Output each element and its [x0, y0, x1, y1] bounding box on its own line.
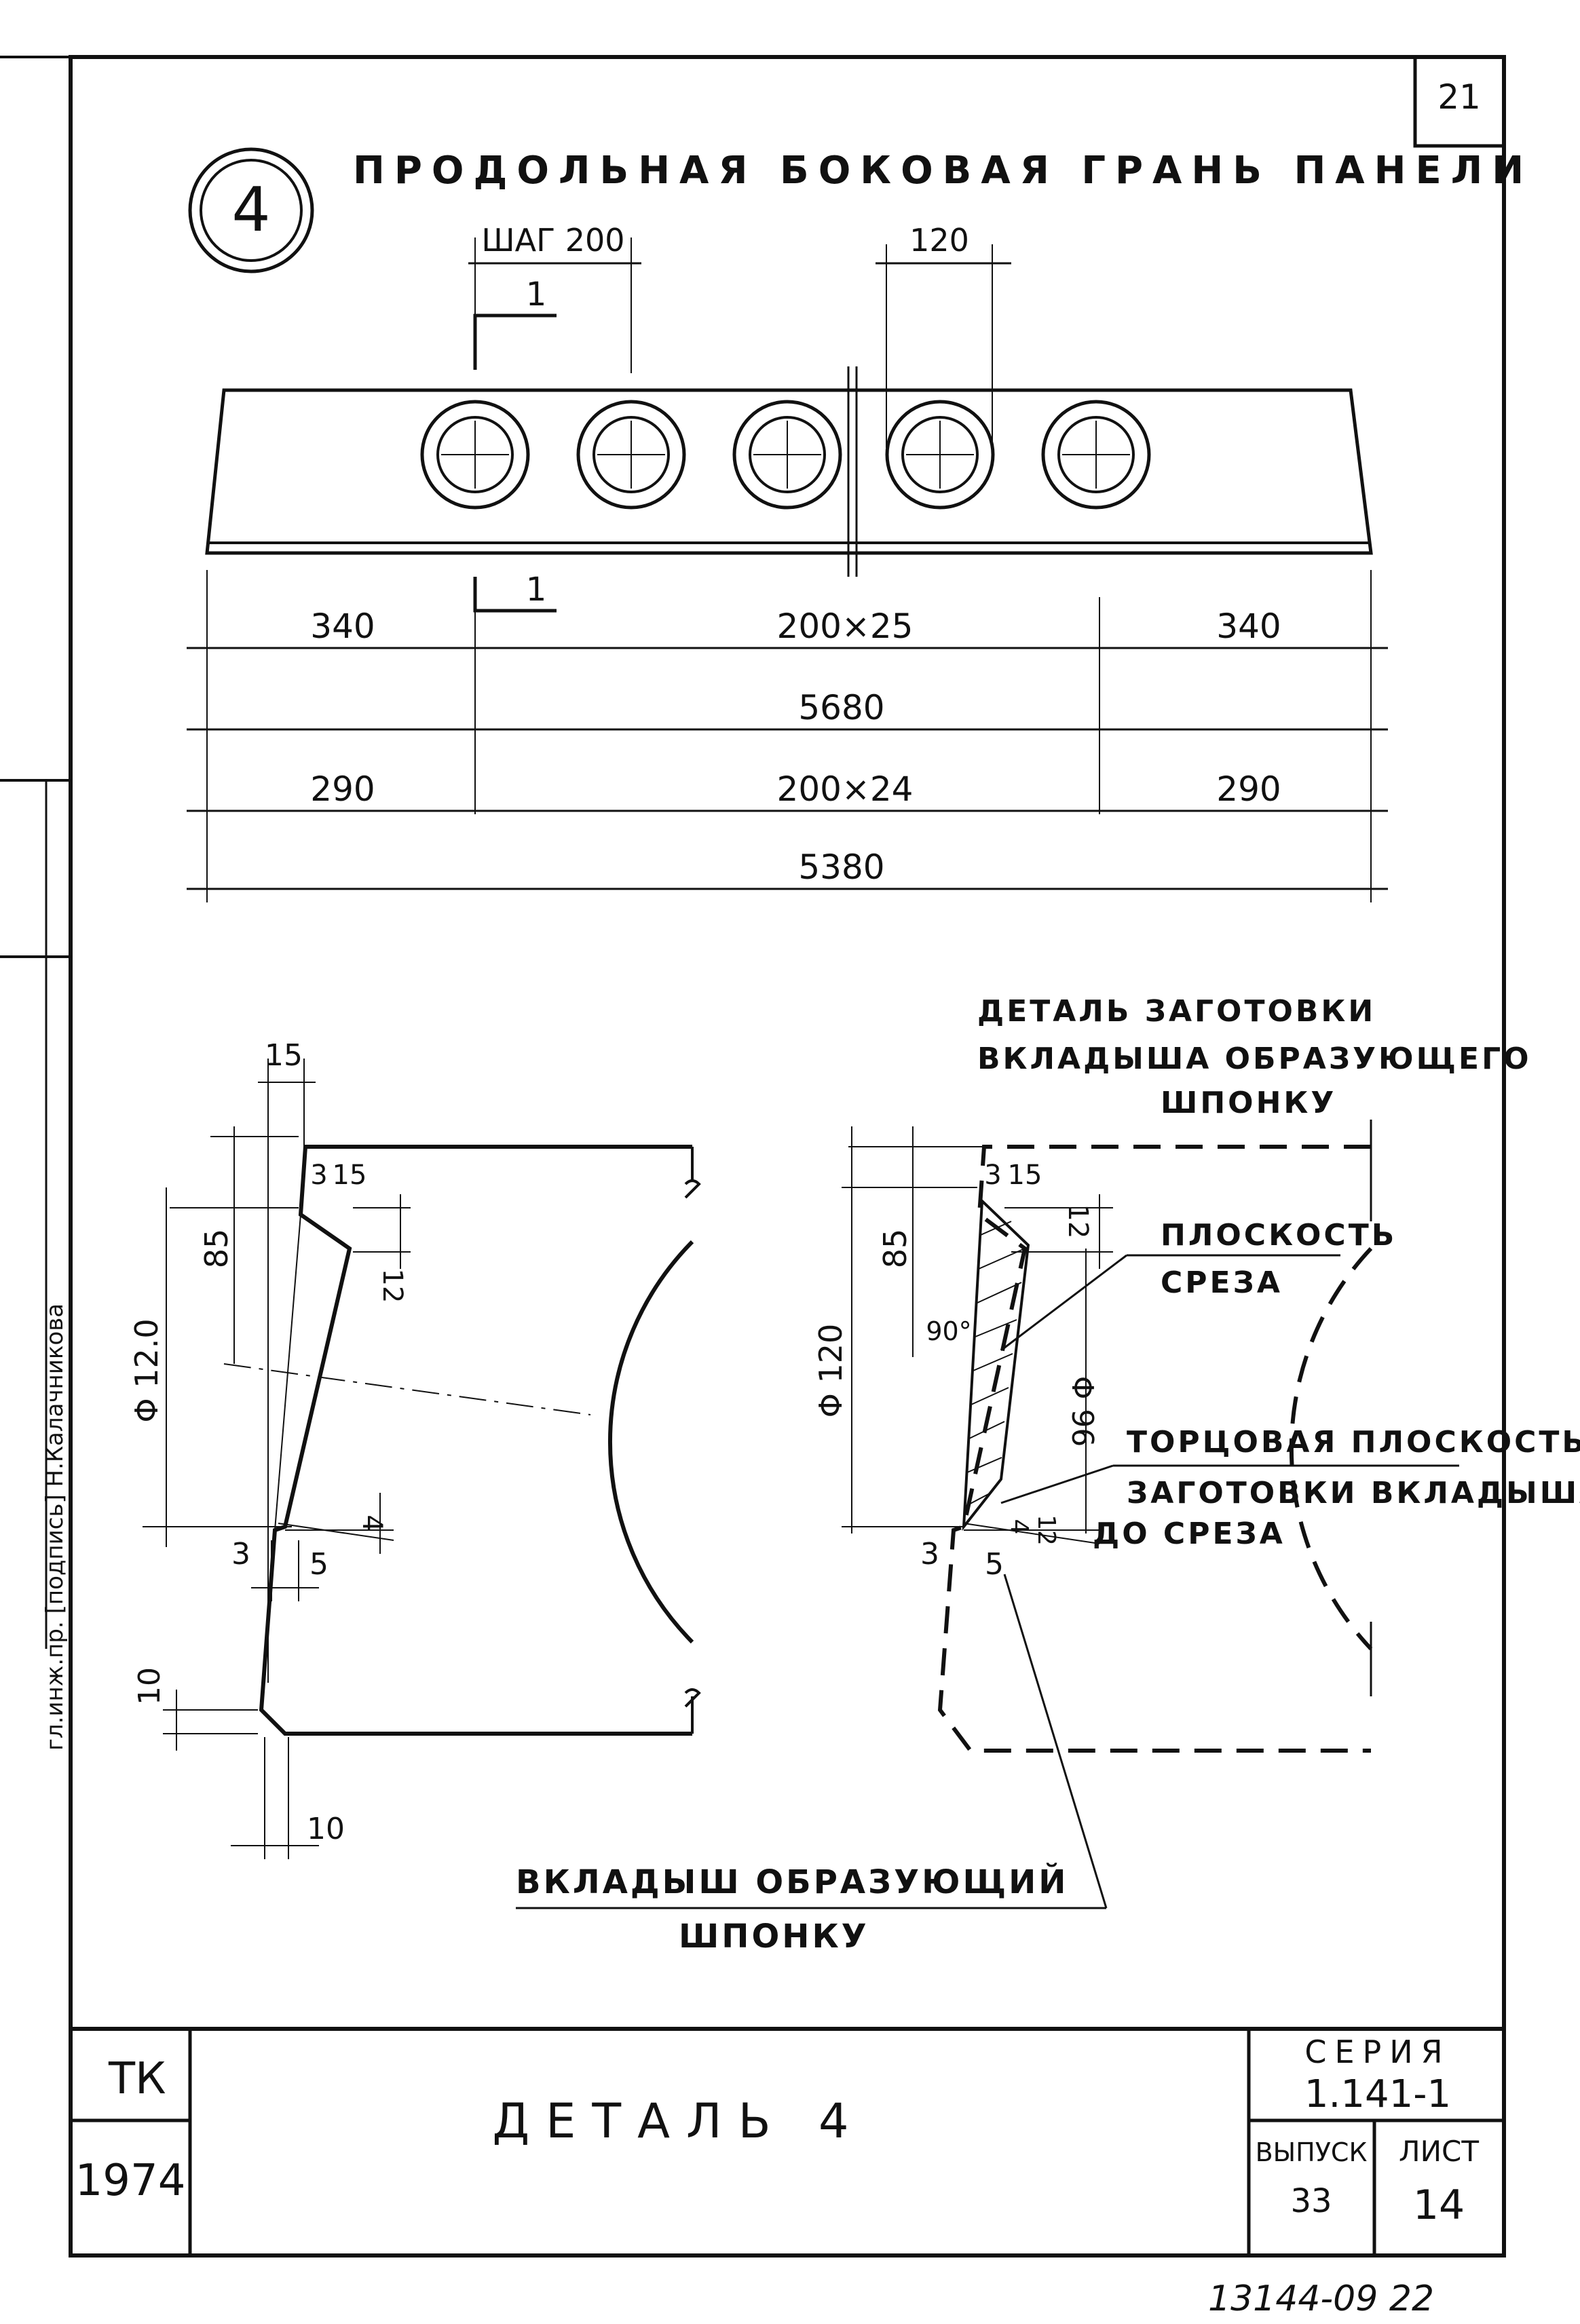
- tb-series-label: СЕРИЯ: [1304, 2034, 1450, 2070]
- insert-label-1: ВКЛАДЫШ ОБРАЗУЮЩИЙ: [516, 1863, 1068, 1901]
- view-number-circle-outer: [188, 147, 314, 273]
- dim-row1-right: 340: [1216, 607, 1281, 646]
- callout-cut-plane-1: ПЛОСКОСТЬ: [1161, 1218, 1397, 1253]
- sheet-frame: [69, 55, 1506, 2258]
- callout-end-plane-3: ДО СРЕЗА: [1093, 1517, 1285, 1551]
- left-detail: 15 3 15 85 12 Φ 12.0 4 3 5 10 10: [128, 1038, 701, 1859]
- left-dim-12: 12: [377, 1269, 408, 1303]
- tb-sheet-label: ЛИСТ: [1399, 2135, 1479, 2168]
- right-detail: ДЕТАЛЬ ЗАГОТОВКИ ВКЛАДЫША ОБРАЗУЮЩЕГО ШП…: [812, 994, 1580, 1753]
- tb-sheet-value: 14: [1413, 2182, 1465, 2229]
- hole-1: [420, 400, 530, 510]
- callout-end-plane-2: ЗАГОТОВКИ ВКЛАДЫША: [1127, 1476, 1580, 1510]
- view-title: ПРОДОЛЬНАЯ БОКОВАЯ ГРАНЬ ПАНЕЛИ: [353, 149, 1533, 193]
- dimension-chains: 340 200×25 340 5680 290 200×24 290 5380: [187, 570, 1388, 902]
- insert-label-2: ШПОНКУ: [679, 1918, 869, 1956]
- section-mark-top-label: 1: [526, 275, 547, 313]
- right-dim-12-bottom: 12: [1032, 1515, 1060, 1546]
- right-dim-phi120: Φ 120: [812, 1324, 849, 1418]
- callout-cut-plane-2: СРЕЗА: [1161, 1265, 1283, 1300]
- dim-row1-mid: 200×25: [777, 607, 914, 646]
- left-dim-10-horizontal: 10: [307, 1812, 345, 1846]
- right-arc-dashed: [1289, 1246, 1373, 1651]
- dim-row2-right: 290: [1216, 769, 1281, 809]
- right-dim-5: 5: [985, 1547, 1004, 1582]
- right-detail-title-2: ВКЛАДЫША ОБРАЗУЮЩЕГО: [977, 1042, 1532, 1076]
- tb-issue-label: ВЫПУСК: [1256, 2137, 1368, 2167]
- callout-end-plane-1: ТОРЦОВАЯ ПЛОСКОСТЬ: [1127, 1425, 1580, 1460]
- corner-number: 21: [1437, 77, 1481, 117]
- left-dim-3-bottom: 3: [231, 1537, 250, 1571]
- right-detail-title-1: ДЕТАЛЬ ЗАГОТОВКИ: [977, 994, 1376, 1029]
- hatched-insert: [962, 1198, 1030, 1531]
- left-dim-15: 15: [333, 1160, 367, 1191]
- hole-dim: 120: [909, 222, 969, 259]
- hole-4: [885, 400, 995, 510]
- title-block: ТК 1974 ДЕТАЛЬ 4 СЕРИЯ 1.141-1 ВЫПУСК 33…: [71, 2027, 1504, 2255]
- view-number-circle-inner: [200, 159, 303, 262]
- footer-code: 13144-09 22: [1208, 2279, 1434, 2319]
- dim-total2: 5380: [798, 847, 884, 887]
- panel-elevation: ШАГ 200 120 1 1: [205, 222, 1373, 613]
- right-dim-4: 4: [1005, 1519, 1033, 1535]
- right-dim-12-top: 12: [1062, 1204, 1093, 1239]
- view-number: 4: [231, 174, 270, 246]
- tb-series-value: 1.141-1: [1304, 2072, 1451, 2116]
- side-stamp: гл.инж.пр. [подпись] Н.Калачникова: [41, 1303, 69, 1751]
- left-dim-3: 3: [310, 1160, 327, 1191]
- dim-row1-left: 340: [310, 607, 375, 646]
- right-detail-title-3: ШПОНКУ: [1161, 1086, 1336, 1120]
- right-dim-phi96: Φ 96: [1065, 1376, 1099, 1447]
- corner-number-box: [1413, 57, 1504, 148]
- left-dim-15-top: 15: [265, 1038, 303, 1073]
- right-dim-15: 15: [1008, 1160, 1042, 1191]
- hole-3: [732, 400, 842, 510]
- right-dim-3: 3: [984, 1160, 1001, 1191]
- left-dim-85: 85: [198, 1229, 235, 1269]
- section-mark-top: [473, 313, 557, 370]
- right-profile-dashed: [937, 1145, 1371, 1753]
- left-dim-10-vertical: 10: [132, 1667, 167, 1705]
- right-dim-3-bottom: 3: [920, 1537, 939, 1571]
- left-dim-4: 4: [356, 1515, 388, 1531]
- step-label: ШАГ 200: [481, 222, 624, 259]
- tb-title: ДЕТАЛЬ 4: [492, 2093, 865, 2149]
- left-profile: [259, 1145, 692, 1736]
- tb-org: ТК: [108, 2054, 166, 2104]
- dim-row2-mid: 200×24: [777, 769, 914, 809]
- hole-5: [1041, 400, 1151, 510]
- right-dim-85: 85: [877, 1229, 914, 1269]
- left-arc: [608, 1240, 694, 1644]
- tb-issue-value: 33: [1290, 2182, 1332, 2220]
- hole-2: [576, 400, 686, 510]
- right-dim-90deg: 90°: [926, 1316, 971, 1346]
- dim-total1: 5680: [798, 688, 884, 727]
- panel-outline: [205, 388, 1373, 555]
- left-dim-5: 5: [309, 1547, 328, 1582]
- tb-year: 1974: [75, 2156, 186, 2206]
- left-dim-phi120: Φ 12.0: [128, 1318, 165, 1422]
- section-mark-bottom-label: 1: [526, 571, 547, 609]
- dim-row2-left: 290: [310, 769, 375, 809]
